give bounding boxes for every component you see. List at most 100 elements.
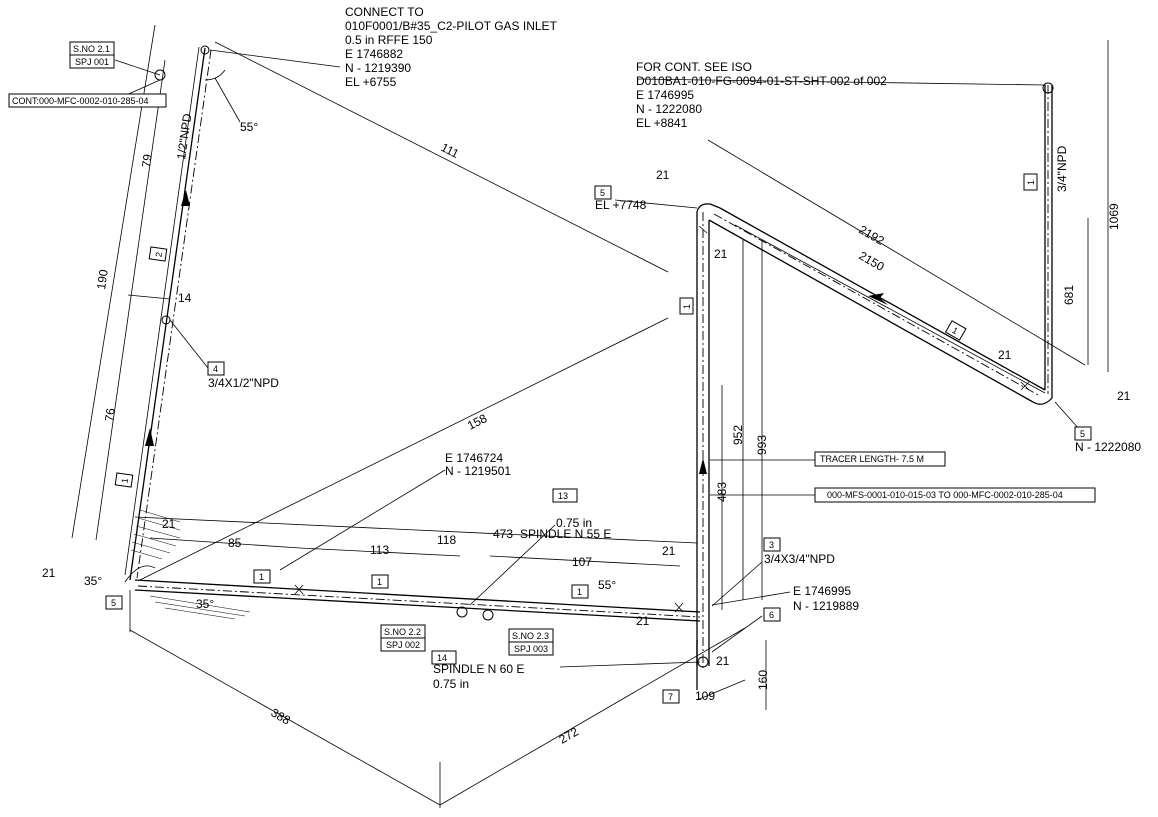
leader-spj001 bbox=[114, 59, 161, 76]
dim-label-21-right: 21 bbox=[998, 348, 1012, 362]
dim-label-388: 388 bbox=[269, 705, 294, 727]
connect-note-line4: E 1746882 bbox=[345, 47, 403, 61]
dim-label-158: 158 bbox=[465, 411, 489, 433]
coord-a-n: N - 1219501 bbox=[445, 464, 511, 478]
weld-top bbox=[200, 45, 210, 55]
spool-tag-spj003: S.NO 2.3 SPJ 003 bbox=[508, 628, 554, 656]
svg-text:13: 13 bbox=[558, 491, 568, 501]
leader-spindle55 bbox=[469, 524, 556, 606]
angle-35b: 35° bbox=[196, 597, 214, 611]
tag-3: 3 bbox=[763, 537, 781, 552]
dim-label-107: 107 bbox=[572, 555, 592, 569]
dim-label-76: 76 bbox=[102, 407, 118, 422]
dim-label-21-low: 21 bbox=[716, 654, 730, 668]
dim-label-2150: 2150 bbox=[857, 248, 887, 274]
dim-label-21-top2: 21 bbox=[714, 247, 728, 261]
dim-label-111: 111 bbox=[439, 140, 462, 161]
cont-note-line3: E 1746995 bbox=[636, 88, 694, 102]
tracer-label: TRACER LENGTH- 7.5 M bbox=[820, 454, 924, 464]
cont-tag-label: CONT:000-MFC-0002-010-285-04 bbox=[12, 96, 149, 106]
flow-arrow-right-riser bbox=[699, 458, 707, 474]
tag-7: 7 bbox=[662, 689, 680, 704]
pipe-bottom-run-lower bbox=[134, 589, 701, 622]
leader-3 bbox=[711, 561, 763, 607]
leader-5a bbox=[614, 199, 698, 209]
dim-388 bbox=[129, 629, 441, 806]
dim-label-483: 483 bbox=[715, 482, 729, 502]
npd-34-label: 3/4"NPD bbox=[1055, 145, 1069, 192]
cont-note-line5: EL +8841 bbox=[636, 116, 688, 130]
tag-1-diagonal: 1 bbox=[944, 320, 967, 341]
npd-12-label: 1/2"NPD bbox=[174, 112, 194, 160]
tracer-tag: TRACER LENGTH- 7.5 M bbox=[814, 451, 946, 467]
dim-label-109: 109 bbox=[695, 689, 715, 703]
weld-mark-e bbox=[698, 225, 708, 234]
dim-label-473: 473 bbox=[493, 527, 513, 541]
valve-spj003 bbox=[482, 609, 494, 621]
pipe-routing bbox=[124, 46, 1053, 690]
dim-left-outer bbox=[71, 24, 156, 539]
leader-cont bbox=[636, 78, 1046, 86]
weld-mark-b bbox=[294, 584, 304, 595]
dim-label-272: 272 bbox=[557, 724, 582, 746]
svg-text:2: 2 bbox=[154, 251, 165, 257]
svg-text:14: 14 bbox=[437, 653, 447, 663]
tag-5-left: 5 bbox=[105, 595, 123, 610]
coord-b-n: N - 1219889 bbox=[793, 599, 859, 613]
dim-14 bbox=[127, 294, 171, 300]
dim-label-113: 113 bbox=[370, 543, 389, 557]
tag-14: 14 bbox=[431, 650, 457, 665]
svg-text:5: 5 bbox=[600, 188, 605, 198]
valve-spj002 bbox=[456, 606, 468, 618]
pipe-left-riser-edge bbox=[124, 46, 200, 576]
pipe-left-riser bbox=[129, 47, 206, 581]
dim-label-85: 85 bbox=[228, 536, 242, 550]
n-1222080: N - 1222080 bbox=[1075, 440, 1141, 454]
dim-158 bbox=[139, 317, 669, 581]
dim-272 bbox=[439, 627, 746, 806]
angle-55-top: 55° bbox=[240, 120, 258, 134]
dim-111 bbox=[214, 41, 669, 273]
dim-label-21-top: 21 bbox=[656, 168, 670, 182]
svg-text:6: 6 bbox=[769, 610, 774, 620]
tag-1-bottom-b: 1 bbox=[371, 574, 389, 589]
dim-label-21-mid: 21 bbox=[662, 544, 676, 558]
tag-1-bottom-a: 1 bbox=[253, 569, 271, 584]
pipe-diagonal-upper bbox=[719, 207, 1046, 391]
tag-2: 2 bbox=[148, 246, 168, 262]
tag-5-right: 5 bbox=[1074, 426, 1092, 441]
flow-arrow-diagonal bbox=[868, 293, 888, 305]
svg-text:5: 5 bbox=[1080, 429, 1085, 439]
spj-001-label: SPJ 001 bbox=[75, 57, 109, 67]
svg-text:1: 1 bbox=[259, 572, 264, 582]
dim-label-1069: 1069 bbox=[1107, 203, 1121, 230]
dim-label-993: 993 bbox=[755, 435, 769, 455]
connect-note-line3: 0.5 in RFFE 150 bbox=[345, 33, 433, 47]
hatch-areas bbox=[130, 509, 251, 620]
tag-1-left: 1 bbox=[114, 472, 134, 488]
angle-35a: 35° bbox=[84, 574, 102, 588]
fittings bbox=[154, 45, 1054, 668]
coord-a-e: E 1746724 bbox=[445, 451, 503, 465]
dim-label-952: 952 bbox=[731, 425, 745, 445]
svg-text:1: 1 bbox=[950, 325, 959, 336]
svg-text:1: 1 bbox=[377, 577, 382, 587]
sno-23-label: S.NO 2.3 bbox=[512, 631, 549, 641]
reducer-34x12-label: 3/4X1/2"NPD bbox=[208, 376, 279, 390]
weld-mark-d bbox=[674, 602, 684, 613]
spool-tag-spj002: S.NO 2.2 SPJ 002 bbox=[380, 624, 426, 652]
cont-tag: CONT:000-MFC-0002-010-285-04 bbox=[8, 93, 167, 108]
pipe-left-riser-tracer bbox=[136, 49, 212, 579]
dimension-lines bbox=[71, 24, 1109, 808]
dim-113 bbox=[299, 547, 461, 557]
pipe-bottom-run-upper bbox=[134, 579, 701, 613]
svg-text:4: 4 bbox=[213, 364, 218, 374]
leader-spindle60 bbox=[559, 661, 701, 668]
spool-tag-spj001: S.NO 2.1 SPJ 001 bbox=[69, 41, 115, 69]
tag-1-bottom-c: 1 bbox=[571, 584, 589, 599]
reducer-34x34-label: 3/4X3/4"NPD bbox=[764, 552, 835, 566]
cont-note-line4: N - 1222080 bbox=[636, 102, 702, 116]
pipe-diagonal-lower bbox=[708, 219, 1034, 403]
dim-label-79: 79 bbox=[139, 153, 155, 168]
dim-2150 bbox=[734, 224, 1046, 394]
